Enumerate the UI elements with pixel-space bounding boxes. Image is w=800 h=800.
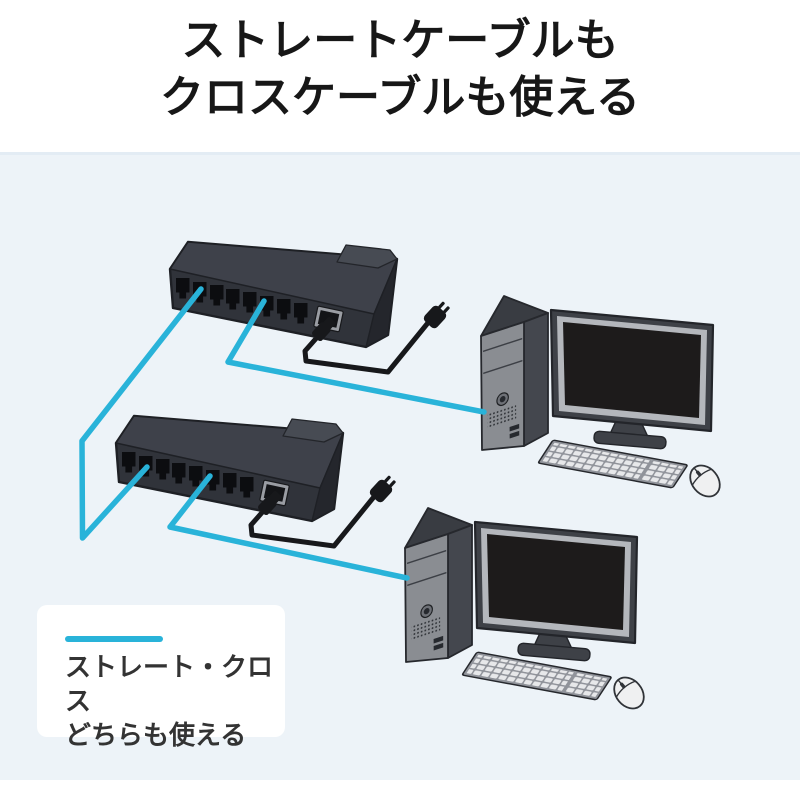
lan-cable-switch2-to-computer2	[167, 473, 410, 581]
network-switch-2	[116, 416, 399, 546]
desktop-computer-2	[403, 506, 651, 716]
lan-cable-switch1-to-computer1	[225, 298, 487, 415]
title-line-1: ストレートケーブルも	[181, 15, 619, 66]
legend-line-2: どちらも使える	[65, 721, 247, 751]
lan-cable-line	[65, 636, 163, 642]
desktop-computer-1	[479, 294, 727, 504]
legend-line-1: ストレート・クロス	[65, 653, 274, 717]
title-line-2: クロスケーブルも使える	[159, 72, 641, 123]
network-switch-1	[170, 242, 453, 372]
lan-cable-switch1-to-switch2	[79, 286, 204, 541]
legend-label: ストレート・クロス どちらも使える	[65, 651, 285, 753]
legend-card: ストレート・クロス どちらも使える	[37, 605, 285, 751]
page-title: ストレートケーブルも クロスケーブルも使える	[0, 12, 800, 126]
